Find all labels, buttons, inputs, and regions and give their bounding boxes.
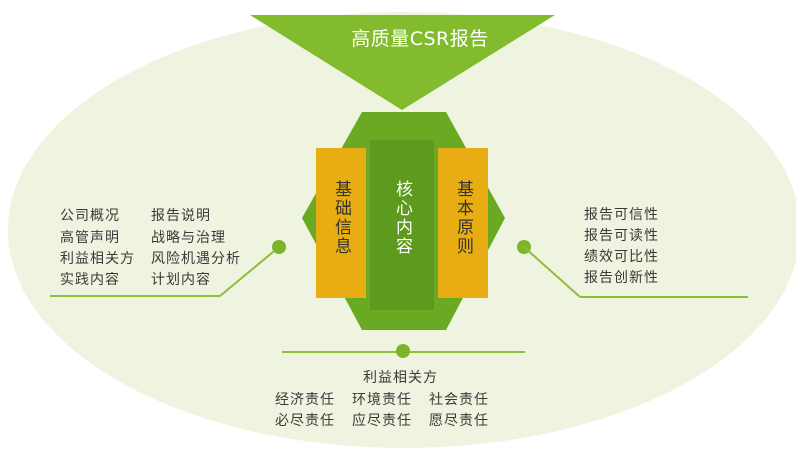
left-list-item: 公司概况 <box>60 208 120 224</box>
right-list-item: 报告可读性 <box>584 228 659 244</box>
left-list-item: 战略与治理 <box>151 230 226 246</box>
middle-panel-bg <box>370 140 434 310</box>
bottom-item: 经济责任 <box>275 392 335 408</box>
title-banner <box>250 15 555 110</box>
left-dot <box>272 240 286 254</box>
left-panel-bg <box>316 148 366 298</box>
right-list-item: 报告创新性 <box>584 270 659 286</box>
bottom-dot <box>396 344 410 358</box>
left-connector <box>219 246 280 297</box>
right-panel-label: 基本原则 <box>453 180 473 256</box>
right-list-item: 报告可信性 <box>584 207 659 223</box>
left-list-item: 高管声明 <box>60 230 120 246</box>
bottom-item: 环境责任 <box>352 392 412 408</box>
right-connector <box>523 246 581 298</box>
left-list-item: 利益相关方 <box>60 251 135 267</box>
bottom-item: 社会责任 <box>429 392 489 408</box>
left-panel-label: 基础信息 <box>331 180 351 256</box>
left-list-item: 报告说明 <box>151 208 211 224</box>
left-list-item: 计划内容 <box>151 272 211 288</box>
left-list-item: 实践内容 <box>60 272 120 288</box>
middle-panel-label: 核心内容 <box>392 180 412 256</box>
left-list-item: 风险机遇分析 <box>151 251 241 267</box>
right-panel-bg <box>438 148 488 298</box>
page-title: 高质量CSR报告 <box>351 28 489 50</box>
bottom-item: 应尽责任 <box>352 413 412 429</box>
right-list-item: 绩效可比性 <box>584 249 659 265</box>
bottom-heading: 利益相关方 <box>363 370 438 386</box>
bottom-item: 必尽责任 <box>275 413 335 429</box>
bottom-item: 愿尽责任 <box>429 413 489 429</box>
